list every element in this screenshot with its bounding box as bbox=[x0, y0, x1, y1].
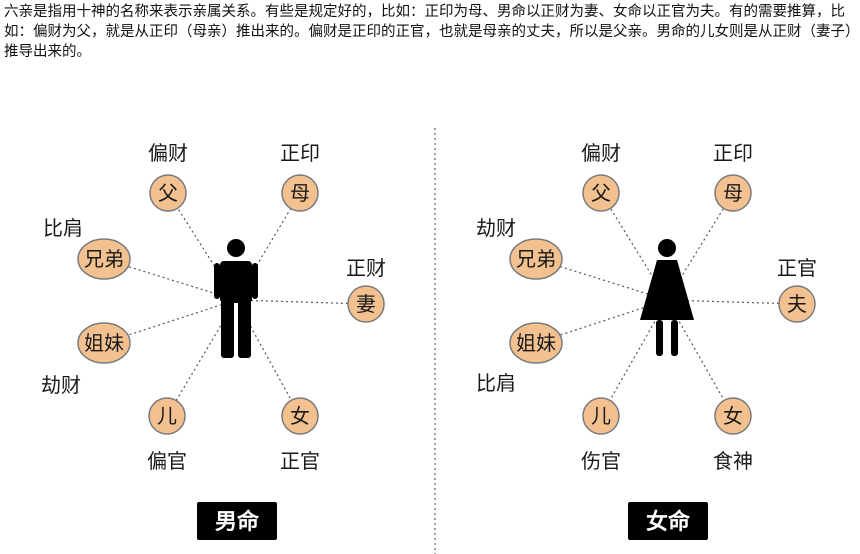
female-node-husband bbox=[778, 285, 816, 323]
male-label-father: 偏财 bbox=[148, 141, 188, 165]
male-figure-icon bbox=[214, 239, 258, 358]
female-node-sisters bbox=[509, 322, 563, 364]
female-relation-son: 儿 bbox=[591, 404, 611, 428]
male-relation-daughter: 女 bbox=[290, 404, 310, 428]
female-relation-father: 父 bbox=[591, 181, 611, 205]
male-node-mother bbox=[281, 174, 319, 212]
female-relation-sisters: 姐妹 bbox=[516, 331, 556, 355]
male-label-sisters: 劫财 bbox=[41, 373, 81, 397]
male-node-sisters bbox=[77, 322, 131, 364]
female-node-brothers bbox=[509, 238, 563, 280]
female-relation-brothers: 兄弟 bbox=[516, 247, 556, 271]
female-link-daughter bbox=[666, 299, 734, 417]
female-node-mother bbox=[714, 174, 752, 212]
male-link-wife bbox=[235, 299, 367, 305]
intro-paragraph: 六亲是指用十神的名称来表示亲属关系。有些是规定好的，比如：正印为母、男命以正财为… bbox=[4, 4, 853, 60]
female-label-son: 伤官 bbox=[581, 449, 621, 473]
female-label-father: 偏财 bbox=[581, 141, 621, 165]
male-node-son bbox=[148, 397, 186, 435]
female-label-daughter: 食神 bbox=[713, 449, 753, 473]
female-relation-husband: 夫 bbox=[787, 292, 807, 316]
female-node-father bbox=[582, 174, 620, 212]
male-title: 男命 bbox=[215, 509, 260, 535]
male-label-son: 偏官 bbox=[147, 449, 187, 473]
male-node-brothers bbox=[77, 238, 131, 280]
female-link-husband bbox=[666, 299, 798, 305]
male-node-father bbox=[149, 174, 187, 212]
female-relation-mother: 母 bbox=[723, 181, 743, 205]
male-title-box bbox=[197, 502, 277, 540]
male-label-mother: 正印 bbox=[280, 141, 320, 165]
male-label-daughter: 正官 bbox=[280, 449, 320, 473]
male-relation-mother: 母 bbox=[290, 181, 310, 205]
female-link-son bbox=[600, 299, 668, 417]
female-label-mother: 正印 bbox=[713, 141, 753, 165]
female-node-daughter bbox=[714, 397, 752, 435]
female-label-brothers: 劫财 bbox=[476, 216, 516, 240]
male-relation-sisters: 姐妹 bbox=[84, 331, 124, 355]
male-node-daughter bbox=[281, 397, 319, 435]
male-label-brothers: 比肩 bbox=[43, 216, 83, 240]
male-relation-son: 儿 bbox=[157, 404, 177, 428]
female-title: 女命 bbox=[646, 509, 691, 535]
female-figure-icon bbox=[640, 239, 694, 356]
male-node-wife bbox=[347, 285, 385, 323]
male-link-daughter bbox=[235, 299, 301, 417]
female-title-box bbox=[628, 502, 708, 540]
female-relation-daughter: 女 bbox=[723, 404, 743, 428]
male-relation-brothers: 兄弟 bbox=[84, 247, 124, 271]
male-relation-father: 父 bbox=[158, 181, 178, 205]
female-label-sisters: 比肩 bbox=[476, 371, 516, 395]
female-label-husband: 正官 bbox=[777, 256, 817, 280]
male-label-wife: 正财 bbox=[346, 256, 386, 280]
male-relation-wife: 妻 bbox=[356, 292, 376, 316]
female-node-son bbox=[582, 397, 620, 435]
